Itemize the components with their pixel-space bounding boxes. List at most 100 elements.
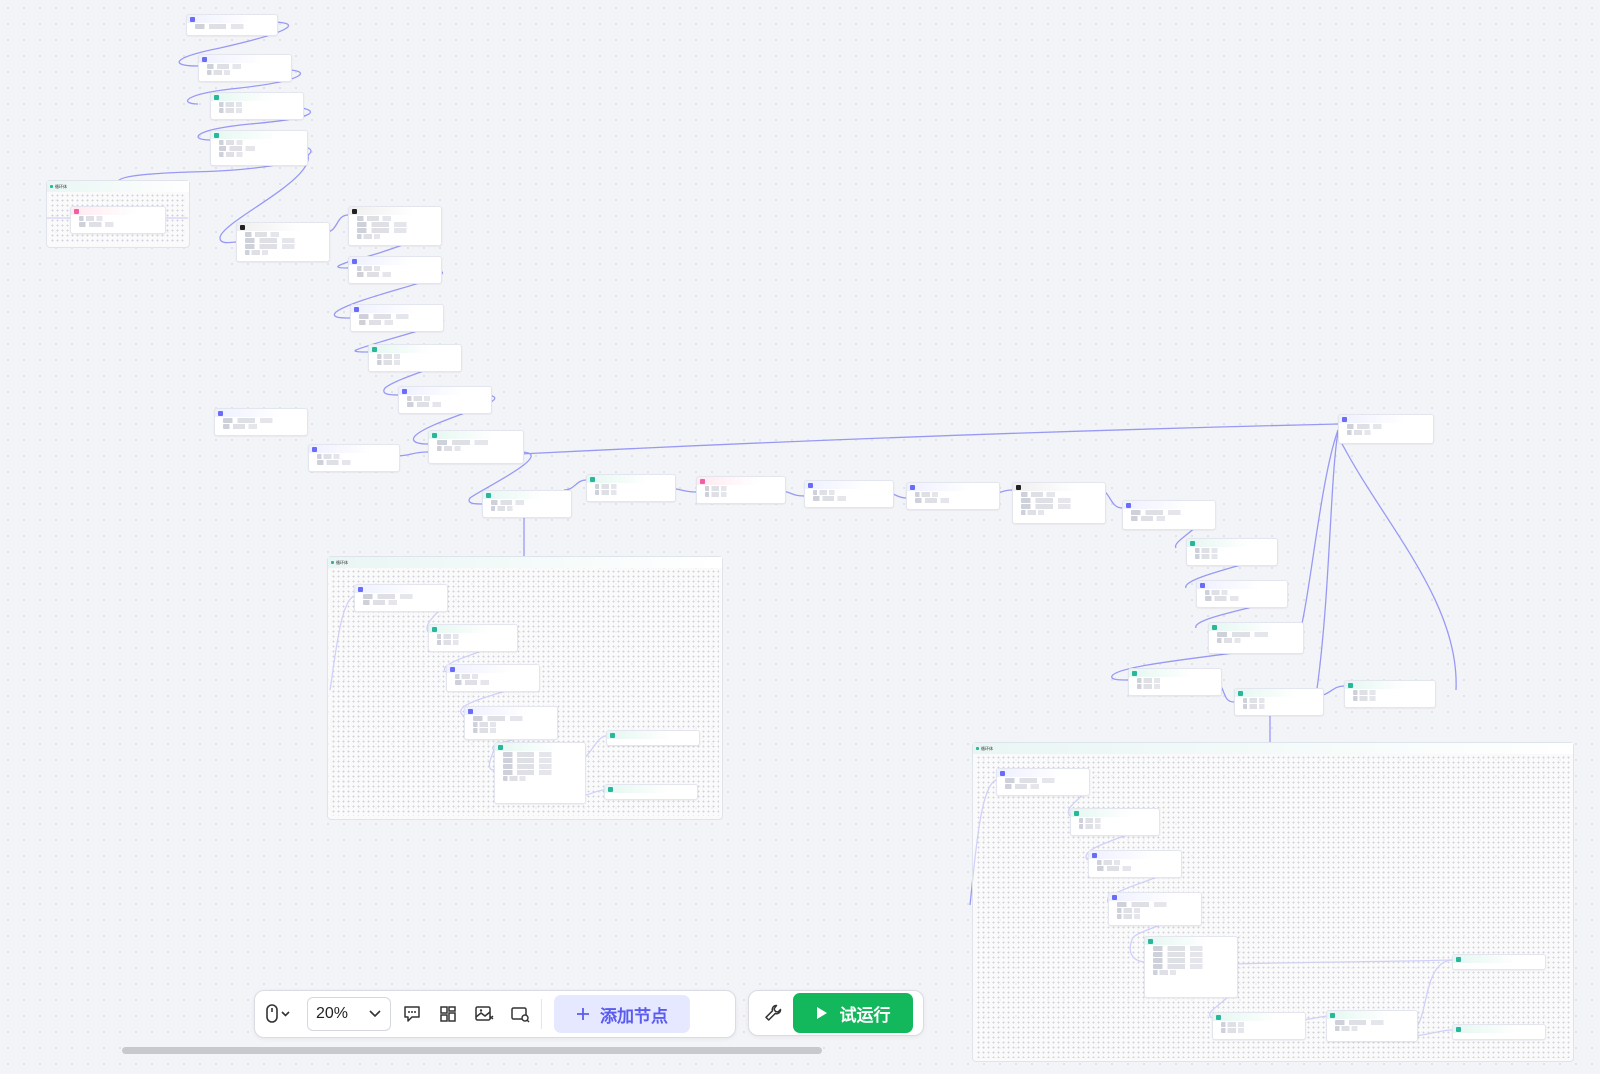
- node-type-icon: [240, 224, 245, 230]
- fit-view-button[interactable]: [505, 999, 535, 1029]
- node-type-icon: [312, 446, 317, 452]
- workflow-node[interactable]: [696, 476, 786, 504]
- workflow-node[interactable]: [804, 480, 894, 508]
- add-node-button[interactable]: 添加节点: [554, 995, 690, 1033]
- workflow-node[interactable]: [236, 222, 330, 262]
- workflow-node[interactable]: [1128, 668, 1222, 696]
- zoom-value: 20%: [316, 1005, 349, 1022]
- workflow-node[interactable]: [428, 624, 518, 652]
- workflow-node[interactable]: [1452, 954, 1546, 970]
- node-type-icon: [190, 16, 195, 22]
- workflow-node[interactable]: [996, 768, 1090, 796]
- workflow-node[interactable]: [1196, 580, 1288, 608]
- node-type-icon: [700, 478, 705, 484]
- workflow-node[interactable]: [198, 54, 292, 82]
- test-run-button[interactable]: 试运行: [793, 993, 913, 1033]
- workflow-node[interactable]: [398, 386, 492, 414]
- workflow-node[interactable]: [1144, 936, 1238, 998]
- node-type-icon: [1000, 770, 1005, 776]
- workflow-node[interactable]: [1012, 482, 1106, 524]
- node-type-icon: [74, 208, 79, 214]
- node-type-icon: [1016, 484, 1021, 490]
- workflow-node[interactable]: [1234, 688, 1324, 716]
- horizontal-scrollbar[interactable]: [122, 1047, 822, 1054]
- node-type-icon: [352, 208, 357, 214]
- workflow-node[interactable]: [1338, 414, 1434, 444]
- workflow-node[interactable]: [348, 206, 442, 246]
- node-type-icon: [1092, 852, 1097, 858]
- node-type-icon: [402, 388, 407, 394]
- debug-settings-button[interactable]: [753, 998, 793, 1028]
- node-type-icon: [1342, 416, 1347, 422]
- node-type-icon: [1132, 670, 1137, 676]
- play-icon: [816, 1007, 827, 1019]
- workflow-node[interactable]: [604, 784, 698, 800]
- workflow-node[interactable]: [1088, 850, 1182, 878]
- node-type-icon: [450, 666, 455, 672]
- zoom-select[interactable]: 20%: [307, 997, 391, 1031]
- node-type-icon: [468, 708, 473, 714]
- comment-button[interactable]: [397, 999, 427, 1029]
- node-type-icon: [808, 482, 813, 488]
- toolbar-divider: [541, 999, 542, 1029]
- workflow-node[interactable]: [428, 430, 524, 464]
- workflow-node[interactable]: [1208, 622, 1304, 654]
- node-type-icon: [372, 346, 377, 352]
- node-type-icon: [1200, 582, 1205, 588]
- workflow-node[interactable]: [446, 664, 540, 692]
- workflow-node[interactable]: [1070, 808, 1160, 836]
- workflow-node[interactable]: [70, 206, 166, 234]
- canvas-toolbar: 20% 添加节点: [254, 990, 736, 1038]
- workflow-node[interactable]: [1212, 1012, 1306, 1040]
- pointer-mode-button[interactable]: [255, 999, 301, 1029]
- workflow-node[interactable]: [494, 742, 586, 804]
- workflow-node[interactable]: [1108, 892, 1202, 926]
- workflow-node[interactable]: [1122, 500, 1216, 530]
- node-type-icon: [218, 410, 223, 416]
- node-type-icon: [352, 258, 357, 264]
- node-type-icon: [590, 476, 595, 482]
- layout-icon: [440, 1006, 456, 1022]
- node-type-icon: [1190, 540, 1195, 546]
- node-type-icon: [1216, 1014, 1221, 1020]
- workflow-node[interactable]: [210, 130, 308, 166]
- workflow-node[interactable]: [308, 444, 400, 472]
- node-type-icon: [214, 94, 219, 100]
- test-run-label: 试运行: [839, 1005, 891, 1025]
- workflow-node[interactable]: [214, 408, 308, 436]
- workflow-node[interactable]: [1452, 1024, 1546, 1040]
- minimap-button[interactable]: [469, 999, 499, 1029]
- workflow-node[interactable]: [210, 92, 304, 120]
- node-type-icon: [1212, 624, 1217, 630]
- workflow-node[interactable]: [1186, 538, 1278, 566]
- plus-icon: [577, 1008, 589, 1020]
- node-type-icon: [214, 132, 219, 138]
- fit-view-icon: [511, 1007, 530, 1023]
- node-type-icon: [1148, 938, 1153, 944]
- add-node-label: 添加节点: [600, 1006, 668, 1026]
- node-type-icon: [1074, 810, 1079, 816]
- workflow-node[interactable]: [1326, 1010, 1418, 1042]
- workflow-node[interactable]: [368, 344, 462, 372]
- workflow-node[interactable]: [906, 482, 1000, 510]
- workflow-node[interactable]: [606, 730, 700, 746]
- workflow-node[interactable]: [482, 490, 572, 518]
- workflow-node[interactable]: [586, 474, 676, 502]
- workflow-node[interactable]: [348, 256, 442, 284]
- comment-icon: [404, 1006, 420, 1022]
- node-type-icon: [432, 626, 437, 632]
- wrench-icon: [765, 1004, 782, 1021]
- workflow-node[interactable]: [354, 584, 448, 612]
- chevron-down-icon: [369, 1010, 381, 1018]
- workflow-node[interactable]: [1344, 680, 1436, 708]
- run-toolbar: 试运行: [748, 990, 924, 1036]
- node-type-icon: [486, 492, 491, 498]
- node-type-icon: [1126, 502, 1131, 508]
- node-type-icon: [354, 306, 359, 312]
- workflow-node[interactable]: [186, 14, 278, 36]
- workflow-node[interactable]: [464, 706, 558, 740]
- workflow-node[interactable]: [350, 304, 444, 332]
- auto-layout-button[interactable]: [433, 999, 463, 1029]
- node-type-icon: [1112, 894, 1117, 900]
